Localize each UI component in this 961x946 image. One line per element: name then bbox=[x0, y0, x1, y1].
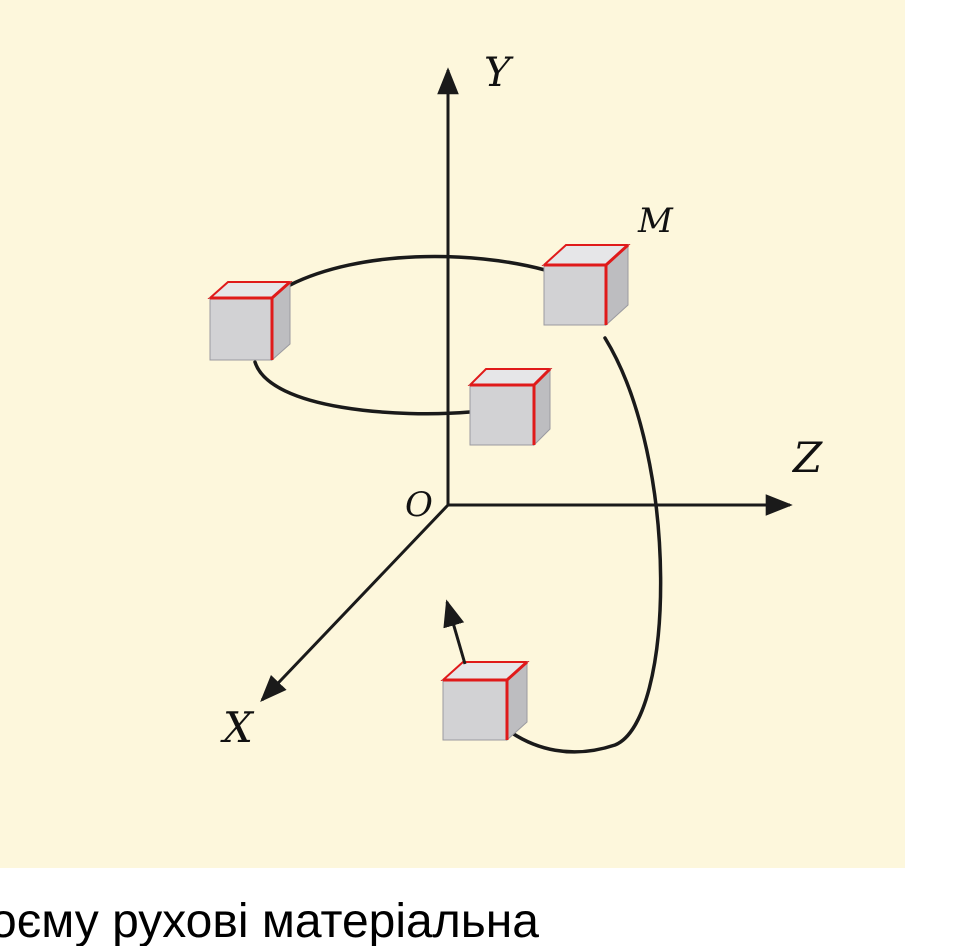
coordinate-diagram: Y Z X O M bbox=[207, 50, 823, 754]
trajectory-upper-arc bbox=[288, 254, 547, 287]
z-axis-label: Z bbox=[791, 433, 823, 482]
cube-m bbox=[541, 243, 631, 327]
cube-left bbox=[207, 280, 293, 362]
x-axis bbox=[260, 503, 450, 702]
motion-arrow bbox=[443, 599, 467, 665]
trajectory-lower-arc bbox=[253, 360, 472, 416]
diagram-panel: Y Z X O M bbox=[0, 0, 905, 868]
origin-label: O bbox=[405, 485, 433, 525]
axes bbox=[260, 67, 793, 702]
y-axis-label: Y bbox=[484, 50, 514, 96]
trajectory-descending-arc bbox=[510, 336, 663, 754]
caption-text: оєму руховi матерiальна bbox=[0, 895, 539, 946]
trajectory-path bbox=[253, 254, 663, 754]
point-m-label: M bbox=[637, 201, 674, 241]
cube-bottom bbox=[440, 660, 530, 742]
x-axis-label: X bbox=[220, 703, 255, 752]
cube-center bbox=[467, 367, 553, 447]
